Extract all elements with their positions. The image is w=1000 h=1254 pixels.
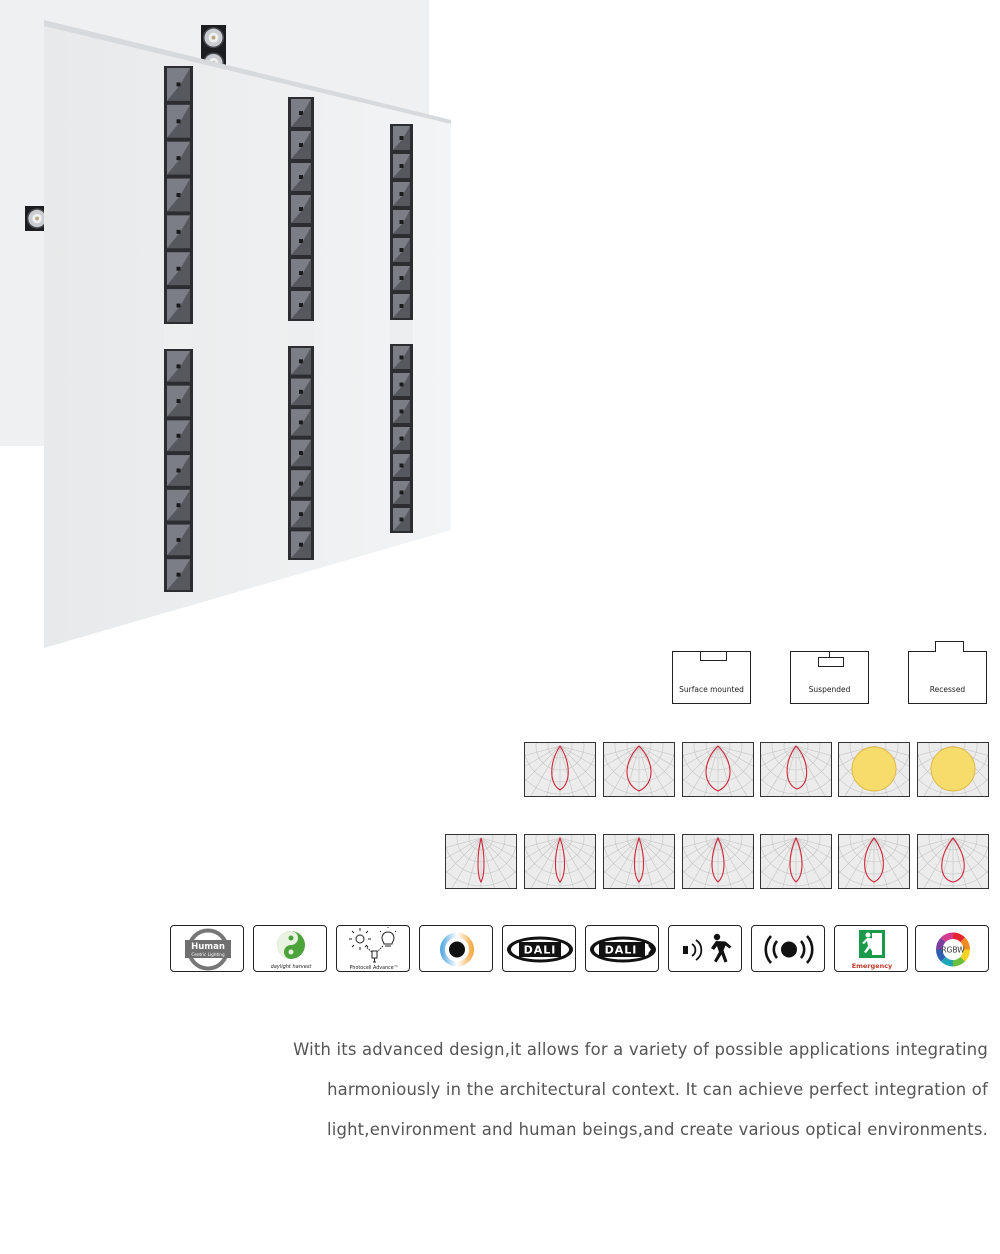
human-centric-lighting-icon: Human Centric Lighting bbox=[170, 925, 244, 972]
polar-diagram bbox=[682, 742, 754, 797]
dali-icon: DALI bbox=[502, 925, 576, 972]
rgbw-text: RGBW bbox=[941, 946, 965, 955]
description-line-2: harmoniously in the architectural contex… bbox=[327, 1080, 988, 1099]
mounting-recessed-label: Recessed bbox=[929, 685, 966, 694]
microwave-sensor-icon bbox=[751, 925, 825, 972]
luminaire-perspective-illustration bbox=[44, 20, 451, 648]
product-image-perspective bbox=[0, 0, 470, 660]
polar-diagram bbox=[445, 834, 517, 889]
louvre-strip bbox=[390, 124, 413, 533]
louvre-strip bbox=[164, 66, 193, 592]
product-description: With its advanced design,it allows for a… bbox=[200, 1030, 988, 1150]
polar-diagram bbox=[603, 742, 675, 797]
mounting-surface-icon: Surface mounted bbox=[672, 651, 751, 704]
mounting-surface-label: Surface mounted bbox=[679, 685, 744, 694]
mounting-recessed-icon: Recessed bbox=[908, 641, 987, 704]
photocell-advance-icon: Photocell Advance™ bbox=[336, 925, 410, 972]
dali-2-icon: DALI bbox=[585, 925, 659, 972]
polar-diagram bbox=[682, 834, 754, 889]
mounting-suspended-icon: Suspended bbox=[790, 651, 869, 704]
polar-diagram bbox=[838, 834, 910, 889]
description-line-3: light,environment and human beings,and c… bbox=[326, 1120, 988, 1139]
polar-diagram bbox=[917, 742, 989, 797]
daylight-harvest-caption: daylight harvest bbox=[271, 964, 313, 970]
polar-diagram bbox=[760, 742, 832, 797]
polar-diagram bbox=[760, 834, 832, 889]
polar-diagram bbox=[524, 834, 596, 889]
hcl-title: Human bbox=[191, 942, 225, 952]
louvre-strip bbox=[288, 97, 314, 560]
dali-text: DALI bbox=[524, 944, 557, 957]
description-line-1: With its advanced design,it allows for a… bbox=[293, 1040, 988, 1059]
polar-diagram bbox=[524, 742, 596, 797]
hcl-subtitle: Centric Lighting bbox=[191, 952, 225, 957]
polar-diagram bbox=[917, 834, 989, 889]
polar-diagram bbox=[603, 834, 675, 889]
rgbw-icon: RGBW bbox=[915, 925, 989, 972]
mounting-suspended-label: Suspended bbox=[808, 685, 851, 694]
emergency-exit-icon: Emergency bbox=[834, 925, 908, 972]
emergency-caption: Emergency bbox=[852, 962, 893, 970]
pir-motion-sensor-icon bbox=[668, 925, 742, 972]
dali-2-text: DALI bbox=[605, 944, 638, 957]
tunable-white-icon bbox=[419, 925, 493, 972]
polar-diagram bbox=[838, 742, 910, 797]
daylight-harvest-icon: daylight harvest bbox=[253, 925, 327, 972]
photocell-caption: Photocell Advance™ bbox=[350, 965, 399, 971]
